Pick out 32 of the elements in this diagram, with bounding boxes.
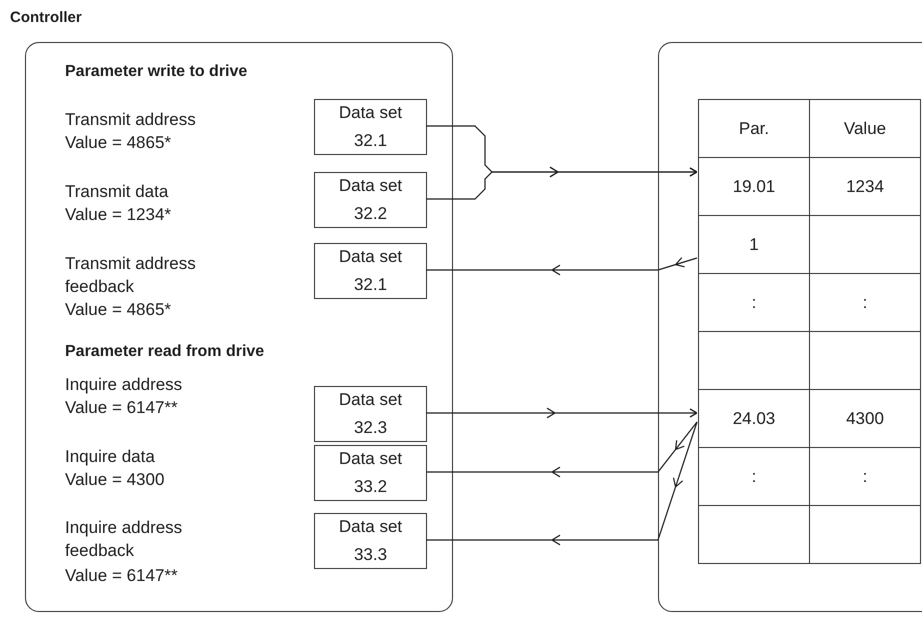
parameter-label: Value = 1234* (65, 204, 172, 226)
parameter-label: Value = 6147** (65, 397, 179, 419)
panel-heading: Controller (10, 8, 82, 28)
data-set-box: Data set 32.1 (314, 243, 427, 299)
data-set-box: Data set 32.3 (314, 386, 427, 442)
data-set-box: Data set 33.2 (314, 445, 427, 501)
parameter-label: Transmit address (65, 109, 197, 131)
data-set-box: Data set 33.3 (314, 513, 427, 569)
table-cell: Value (809, 99, 921, 158)
arrow (425, 166, 698, 200)
data-set-box: Data set 32.2 (314, 172, 427, 228)
table-cell (698, 505, 810, 564)
table-cell: Par. (698, 99, 810, 158)
parameter-table (698, 99, 921, 563)
parameter-label: Inquire address (65, 374, 184, 396)
parameter-label: Value = 4865* (65, 299, 172, 321)
parameter-label: Transmit address feedback (65, 253, 197, 298)
arrow (425, 421, 698, 546)
arrow (425, 408, 698, 418)
drive-panel (658, 42, 922, 612)
data-set-box: Data set 32.1 (314, 99, 427, 155)
section-heading: Parameter write to drive (65, 62, 248, 82)
table-cell (809, 505, 921, 564)
parameter-label: Transmit data (65, 181, 170, 203)
parameter-label: Inquire data (65, 446, 156, 468)
arrow (425, 257, 698, 276)
parameter-label: Inquire address feedback (65, 517, 184, 562)
section-heading: Parameter read from drive (65, 342, 266, 362)
arrow (425, 421, 698, 478)
parameter-label: Value = 4300 (65, 469, 166, 491)
parameter-label: Value = 4865* (65, 132, 172, 154)
parameter-label: Value = 6147** (65, 565, 179, 587)
